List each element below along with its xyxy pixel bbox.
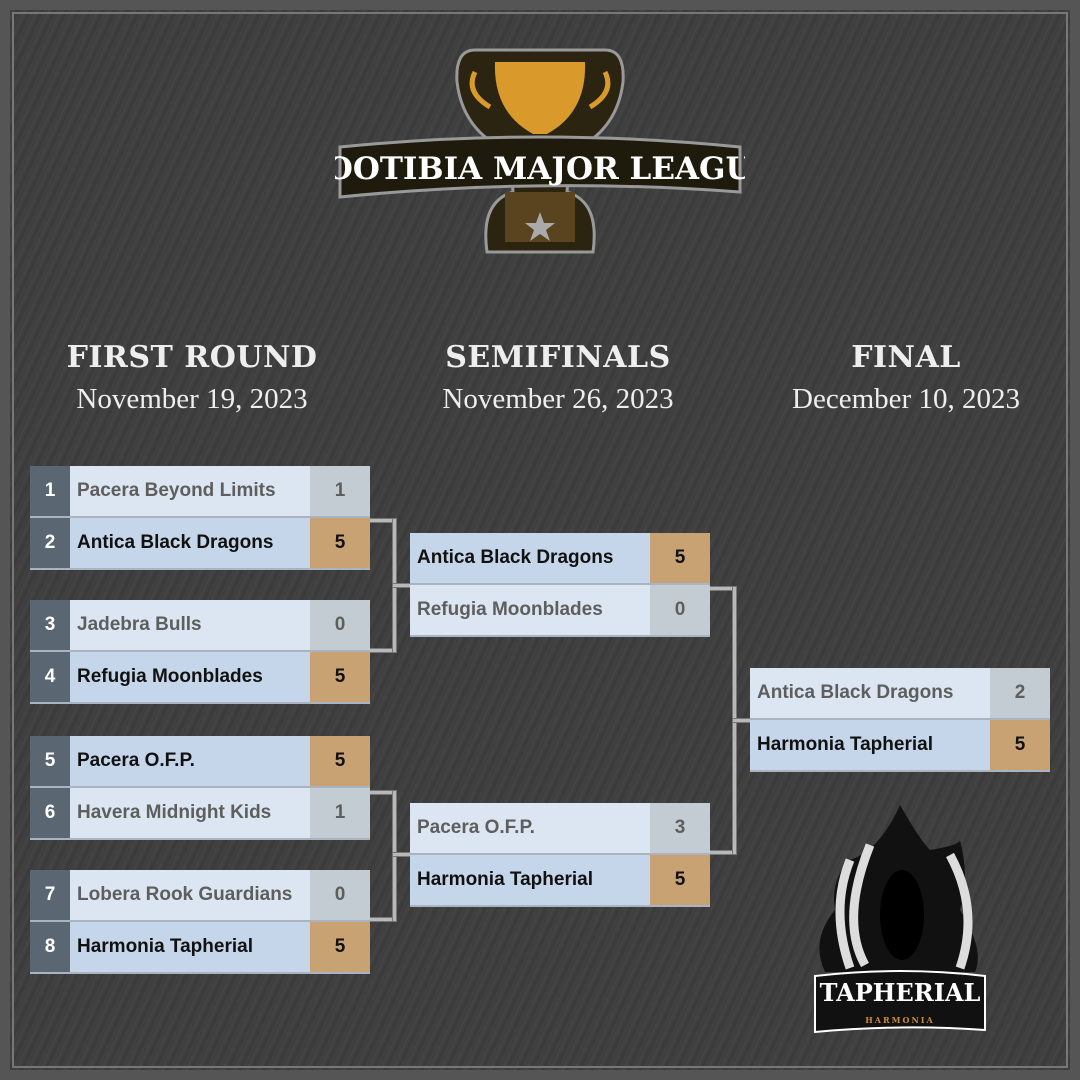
connector: [393, 853, 410, 856]
team-name: Harmonia Tapherial: [410, 855, 650, 905]
league-logo-text: FOOTIBIA MAJOR LEAGUE: [335, 151, 745, 187]
team-name: Havera Midnight Kids: [70, 788, 310, 838]
connector: [733, 719, 750, 722]
champion-team-logo: TAPHERIAL HARMONIA: [814, 805, 986, 1034]
seed-number: 1: [30, 466, 70, 516]
semifinals-team-row[interactable]: Pacera O.F.P.3: [410, 803, 710, 855]
team-score: 5: [310, 518, 370, 568]
team-name: Antica Black Dragons: [410, 533, 650, 583]
connector: [370, 519, 395, 522]
team-score: 3: [650, 803, 710, 853]
team-name: Refugia Moonblades: [70, 652, 310, 702]
connector: [370, 791, 395, 794]
team-score: 0: [310, 870, 370, 920]
team-score: 5: [990, 720, 1050, 770]
team-score: 1: [310, 466, 370, 516]
connector: [710, 587, 735, 590]
team-name: Jadebra Bulls: [70, 600, 310, 650]
round-header-first: FIRST ROUND November 19, 2023: [32, 340, 352, 416]
team-name: Pacera Beyond Limits: [70, 466, 310, 516]
connector: [370, 649, 395, 652]
champion-logo-sub: HARMONIA: [865, 1015, 935, 1025]
team-name: Antica Black Dragons: [70, 518, 310, 568]
seed-number: 5: [30, 736, 70, 786]
round-header-final: FINAL December 10, 2023: [746, 340, 1066, 416]
round-date: December 10, 2023: [792, 383, 1020, 415]
team-score: 5: [310, 922, 370, 972]
seed-number: 7: [30, 870, 70, 920]
round-title: FINAL: [851, 340, 961, 375]
round-date: November 19, 2023: [76, 383, 308, 415]
team-name: Antica Black Dragons: [750, 668, 990, 718]
connector: [370, 918, 395, 921]
team-name: Lobera Rook Guardians: [70, 870, 310, 920]
team-score: 5: [650, 855, 710, 905]
team-name: Pacera O.F.P.: [70, 736, 310, 786]
seed-number: 8: [30, 922, 70, 972]
team-score: 5: [650, 533, 710, 583]
round-header-semifinals: SEMIFINALS November 26, 2023: [398, 340, 718, 416]
team-name: Harmonia Tapherial: [750, 720, 990, 770]
team-score: 0: [650, 585, 710, 635]
seed-number: 3: [30, 600, 70, 650]
connector: [393, 584, 410, 587]
seed-number: 6: [30, 788, 70, 838]
team-score: 5: [310, 736, 370, 786]
team-score: 5: [310, 652, 370, 702]
team-score: 0: [310, 600, 370, 650]
team-name: Harmonia Tapherial: [70, 922, 310, 972]
round-title: SEMIFINALS: [445, 340, 671, 375]
team-score: 1: [310, 788, 370, 838]
connector: [710, 851, 735, 854]
team-name: Refugia Moonblades: [410, 585, 650, 635]
seed-number: 2: [30, 518, 70, 568]
connector: [393, 791, 396, 921]
team-name: Pacera O.F.P.: [410, 803, 650, 853]
round-title: FIRST ROUND: [66, 340, 318, 375]
seed-number: 4: [30, 652, 70, 702]
champion-logo-name: TAPHERIAL: [820, 978, 981, 1007]
round-date: November 26, 2023: [442, 383, 674, 415]
team-score: 2: [990, 668, 1050, 718]
league-logo: FOOTIBIA MAJOR LEAGUE: [335, 48, 745, 254]
